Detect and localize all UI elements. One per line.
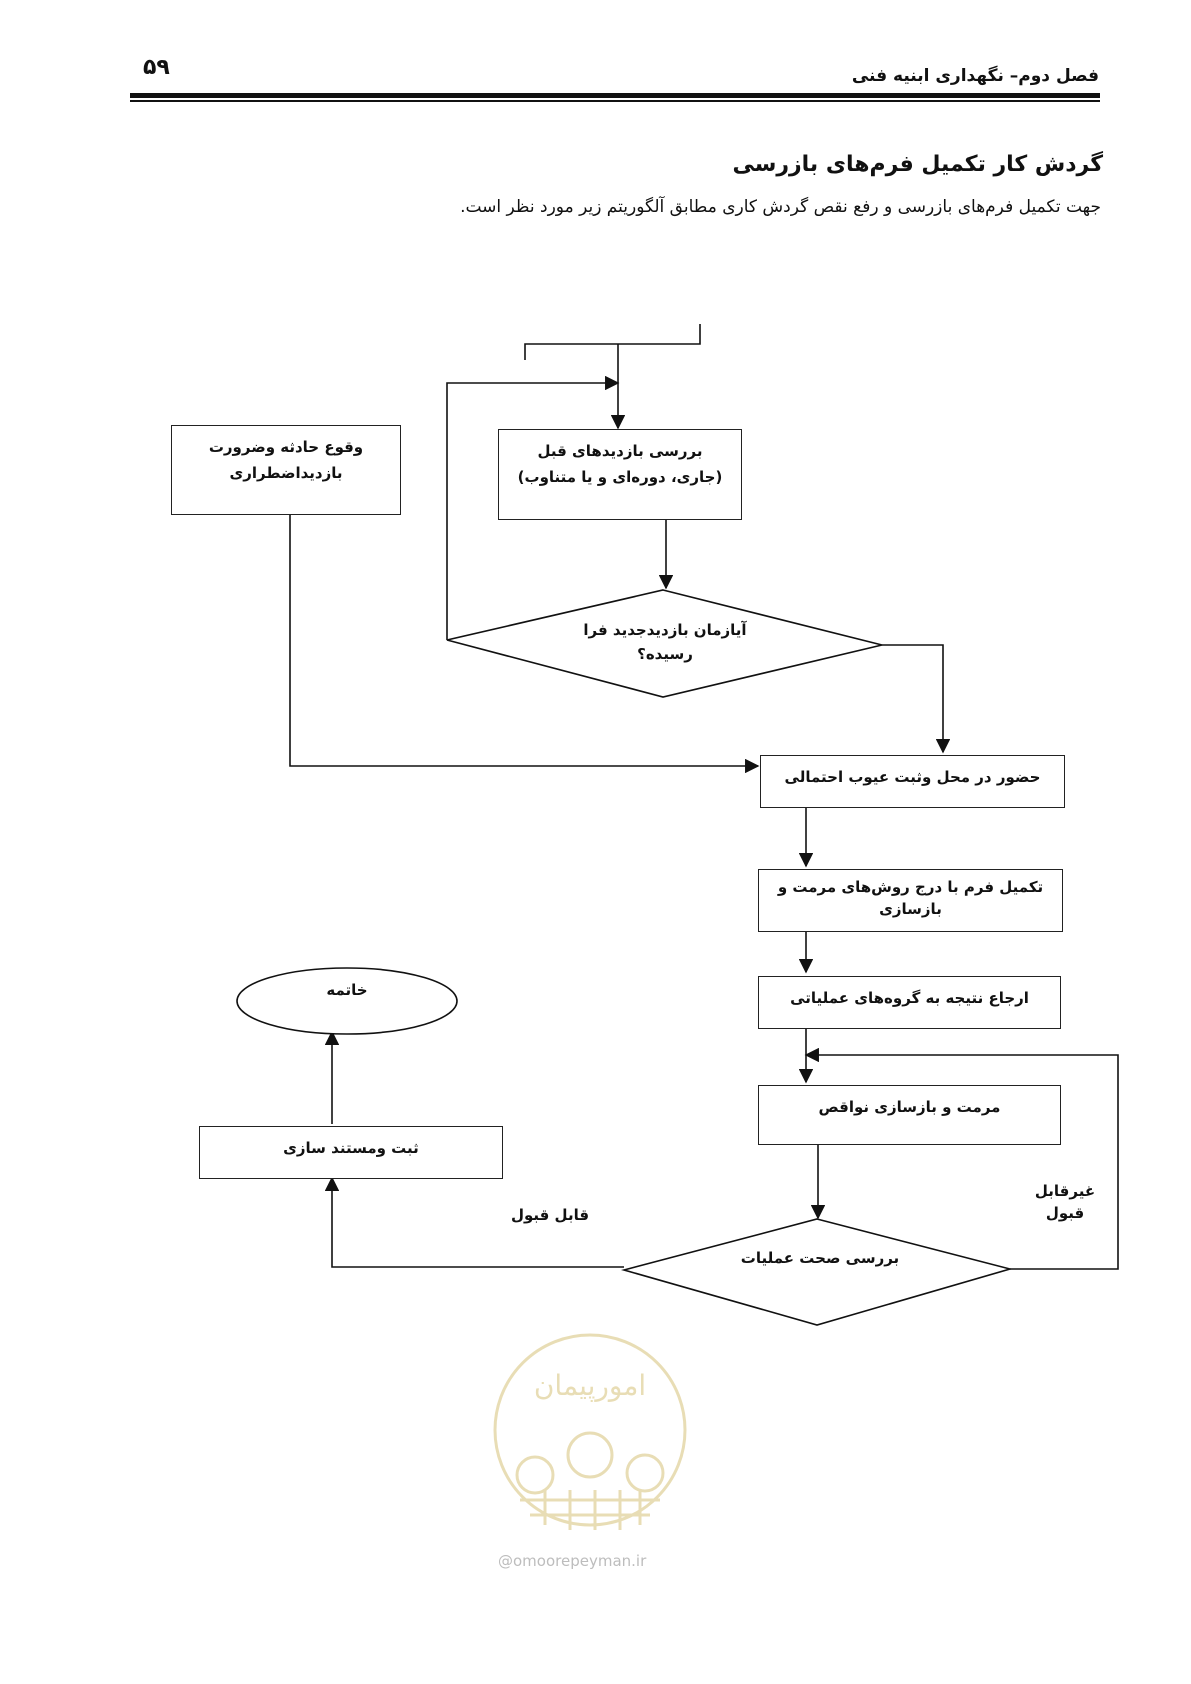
intro-paragraph: جهت تکمیل فرم‌های بازرسی و رفع نقص گردش … (460, 197, 1101, 217)
header-rule (130, 93, 1100, 98)
complete-form-box: تکمیل فرم با درج روش‌های مرمت و بازسازی (758, 869, 1063, 932)
watermark-logo-text: امورپیمان (534, 1369, 646, 1402)
acceptable-to-record-arrow (324, 1176, 624, 1268)
record-document-label: ثبت ومستند سازی (283, 1139, 419, 1157)
emergency-to-site-arrow (289, 514, 760, 774)
site-visit-box: حضور در محل وثبت عیوب احتمالی (760, 755, 1065, 808)
unacceptable-line1: غیرقابل (1034, 1182, 1096, 1200)
complete-form-line1: تکمیل فرم با درج روش‌های مرمت و (777, 878, 1044, 896)
unacceptable-label: غیرقابل قبول (1020, 1180, 1110, 1224)
emergency-visit-line1: وقوع حادثه وضرورت (208, 438, 364, 456)
watermark-url: @omoorepeyman.ir (498, 1552, 647, 1570)
header-rule-thin (130, 100, 1100, 102)
decision-due-line1: آیازمان بازدیدجدید فرا (583, 621, 747, 639)
chapter-title: فصل دوم– نگهداری ابنیه فنی (851, 66, 1099, 86)
refer-ops-box: ارجاع نتیجه به گروه‌های عملیاتی (758, 976, 1061, 1029)
end-ellipse (236, 967, 458, 1035)
complete-form-line2: بازسازی (879, 900, 942, 918)
decision-due-line2: رسیده؟ (637, 645, 693, 663)
site-visit-label: حضور در محل وثبت عیوب احتمالی (784, 768, 1041, 786)
entry-line (524, 324, 701, 360)
decision-diamond-due (446, 589, 883, 698)
review-previous-visits-box: بررسی بازدیدهای قبل (جاری، دوره‌ای و یا … (498, 429, 742, 520)
section-heading: گردش کار تکمیل فرم‌های بازرسی (732, 152, 1103, 177)
emergency-visit-line2: بازدیداضطراری (229, 464, 343, 482)
decision-diamond-check (620, 1218, 1014, 1326)
review-previous-line2: (جاری، دوره‌ای و یا متناوب) (517, 468, 723, 486)
record-document-box: ثبت ومستند سازی (199, 1126, 503, 1179)
watermark-logo: امورپیمان (493, 1333, 687, 1530)
decision-to-site-arrow (882, 644, 951, 754)
emergency-visit-box: وقوع حادثه وضرورت بازدیداضطراری (171, 425, 401, 515)
loop-back-arrow (446, 375, 620, 640)
refer-ops-label: ارجاع نتیجه به گروه‌های عملیاتی (790, 989, 1029, 1007)
end-text: خاتمه (326, 981, 368, 999)
check-operations-text: بررسی صحت عملیات (740, 1249, 900, 1267)
page-number: ۵۹ (143, 55, 170, 80)
repair-box: مرمت و بازسازی نواقص (758, 1085, 1061, 1145)
decision-due-text: آیازمان بازدیدجدید فرا رسیده؟ (540, 618, 790, 666)
unacceptable-loop-arrow (804, 1047, 1119, 1270)
review-previous-line1: بررسی بازدیدهای قبل (537, 442, 703, 460)
acceptable-label: قابل قبول (510, 1206, 590, 1224)
unacceptable-line2: قبول (1045, 1204, 1085, 1222)
repair-label: مرمت و بازسازی نواقص (818, 1098, 1001, 1116)
